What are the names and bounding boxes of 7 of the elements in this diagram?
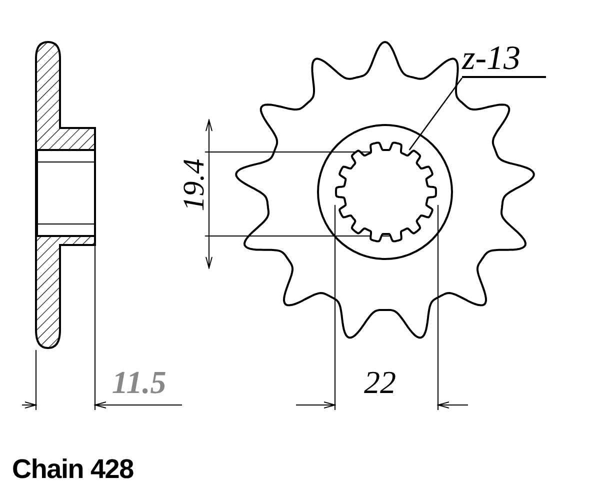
dimension-value: 22 — [364, 366, 396, 398]
chain-size-label: Chain 428 — [12, 456, 134, 483]
callout-label: z-13 — [462, 44, 546, 78]
spline-bore-drawing — [333, 140, 439, 244]
dimension-value: 19.4 — [179, 158, 210, 212]
dimension-value: 11.5 — [112, 366, 166, 398]
leader-line — [408, 78, 463, 150]
